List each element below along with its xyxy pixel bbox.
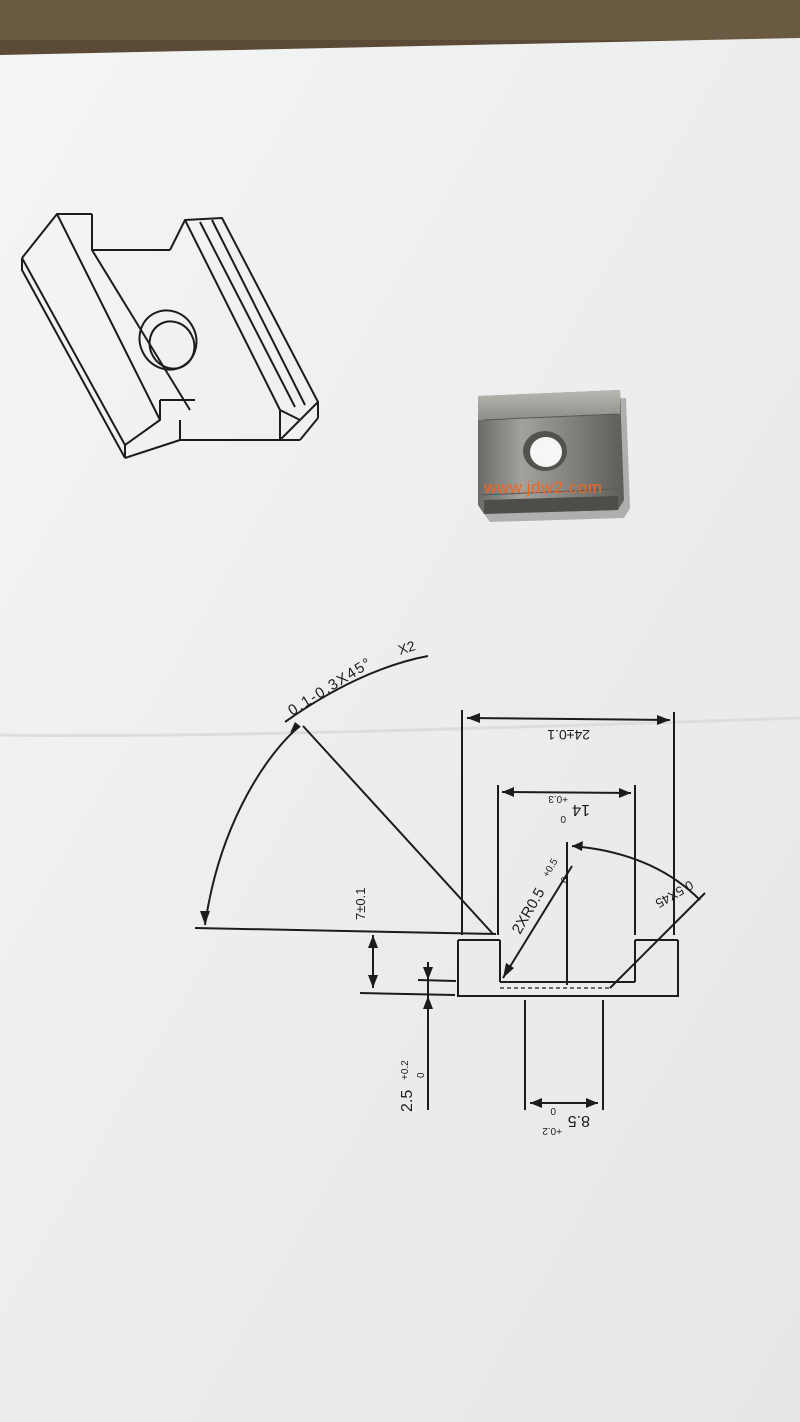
- dim-base-tol-lower: 0: [416, 1072, 427, 1078]
- dim-hole-value: 8.5: [568, 1112, 590, 1129]
- dim-base-value: 2.5: [399, 1090, 416, 1112]
- watermark-text: www.jdw2.com: [484, 478, 603, 497]
- metal-part-photo: [478, 390, 630, 522]
- dim-hole-tol-upper: +0.2: [542, 1125, 562, 1136]
- dim-slot-value: 14: [572, 801, 590, 818]
- dim-width: 24±0.1: [547, 727, 590, 743]
- dim-radius-tol-lower: 0: [559, 875, 572, 886]
- table-top-strip: [0, 0, 800, 40]
- dim-base-tol-upper: +0.2: [400, 1060, 411, 1080]
- dim-chamfer-count: X2: [396, 637, 417, 658]
- paper-fold: [0, 716, 800, 738]
- isometric-part-drawing: [21, 213, 319, 459]
- dim-slot-tol-lower: 0: [560, 813, 566, 824]
- dim-height: 7±0.1: [353, 888, 368, 920]
- section-drawing: [194, 655, 706, 1110]
- dim-hole-tol-lower: 0: [550, 1105, 556, 1116]
- dim-slot-tol-upper: +0.3: [548, 793, 568, 804]
